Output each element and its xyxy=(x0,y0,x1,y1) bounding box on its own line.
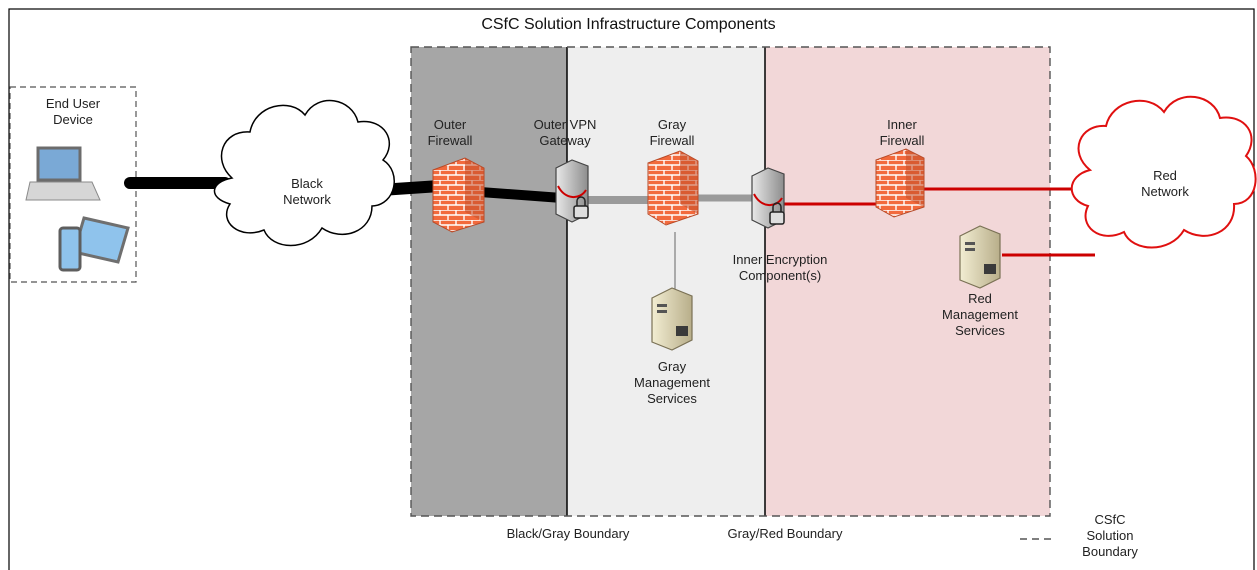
csfc-solution-boundary xyxy=(410,46,1051,517)
red-management-server-icon xyxy=(959,225,1001,289)
gray-management-label: Gray Management Services xyxy=(634,359,710,406)
link-outer-fw-vpn xyxy=(479,187,563,203)
outer-frame xyxy=(8,8,1255,570)
red-network-label: Red Network xyxy=(1141,168,1189,199)
outer-firewall-label: Outer Firewall xyxy=(427,117,473,148)
inner-firewall-label: Inner Firewall xyxy=(879,117,925,148)
red-network-cloud xyxy=(1070,95,1257,249)
tablet-icon xyxy=(72,216,130,264)
gray-red-boundary-label: Gray/Red Boundary xyxy=(727,526,843,541)
black-network-label: Black Network xyxy=(283,176,331,207)
black-gray-boundary-label: Black/Gray Boundary xyxy=(506,526,630,541)
smartphone-icon xyxy=(58,226,82,272)
red-management-label: Red Management Services xyxy=(942,291,1018,338)
diagram-title: CSfC Solution Infrastructure Components xyxy=(481,16,776,33)
black-zone xyxy=(411,47,567,516)
outer-vpn-gateway-label: Outer VPN Gateway xyxy=(533,117,597,148)
inner-firewall-icon xyxy=(875,148,925,218)
end-user-device-label: End User Device xyxy=(45,96,101,127)
gray-zone xyxy=(567,47,765,516)
inner-encryption-label: Inner Encryption Component(s) xyxy=(732,252,828,283)
red-zone xyxy=(765,47,1050,516)
inner-encryption-icon xyxy=(751,167,785,229)
gray-management-server-icon xyxy=(651,287,693,351)
black-network-cloud xyxy=(213,99,395,247)
gray-firewall-icon xyxy=(647,150,699,226)
outer-vpn-gateway-icon xyxy=(555,159,589,223)
gray-firewall-label: Gray Firewall xyxy=(649,117,695,148)
legend-label: CSfC Solution Boundary xyxy=(1082,512,1138,559)
outer-firewall-icon xyxy=(432,157,485,233)
laptop-icon xyxy=(25,146,101,201)
